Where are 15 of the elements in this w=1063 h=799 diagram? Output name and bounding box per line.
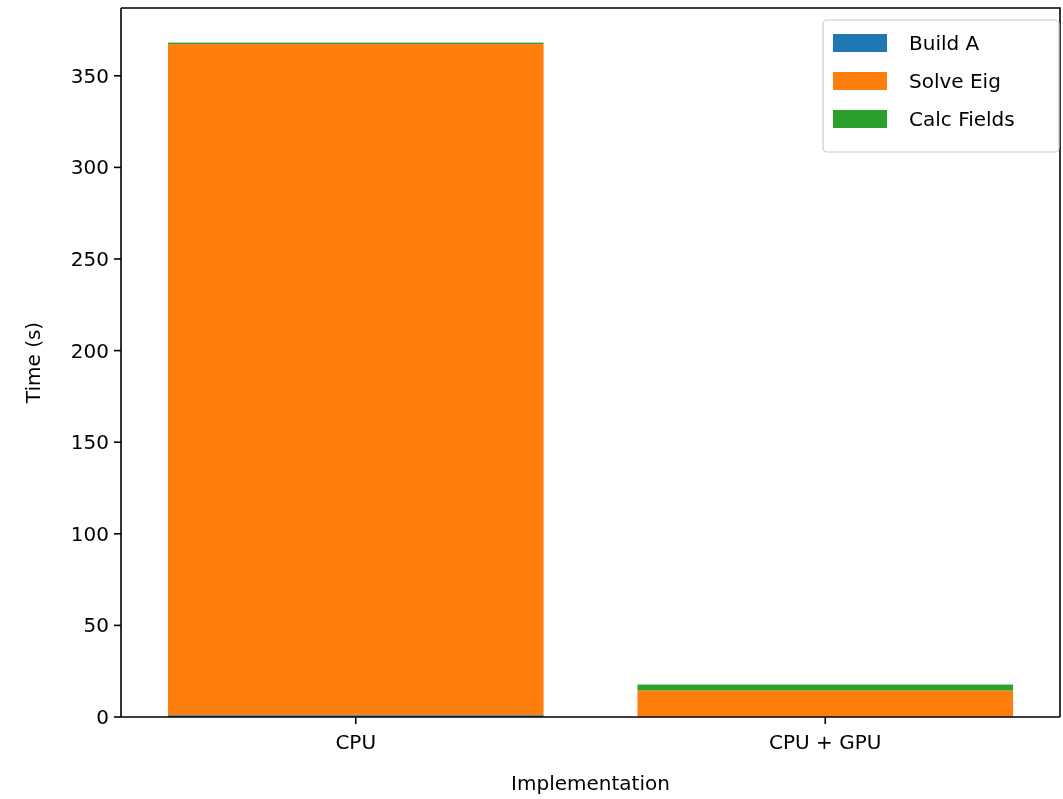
tick-label: 150 xyxy=(70,430,109,455)
tick-label: 200 xyxy=(70,338,109,363)
tick-label: CPU xyxy=(335,730,377,754)
tick-label: 100 xyxy=(70,521,109,546)
tick-label: CPU + GPU xyxy=(769,730,882,754)
axis-title: Time (s) xyxy=(21,321,45,404)
tick-label: 250 xyxy=(70,247,109,271)
axis-title: Implementation xyxy=(511,771,670,795)
legend-label: Build A xyxy=(909,31,980,55)
legend-label: Solve Eig xyxy=(909,69,1001,93)
tick-label: 50 xyxy=(83,613,109,638)
tick-label: 0 xyxy=(96,705,109,729)
tick-label: 350 xyxy=(70,63,109,88)
legend-label: Calc Fields xyxy=(909,107,1015,131)
tick-label: 300 xyxy=(70,155,109,180)
